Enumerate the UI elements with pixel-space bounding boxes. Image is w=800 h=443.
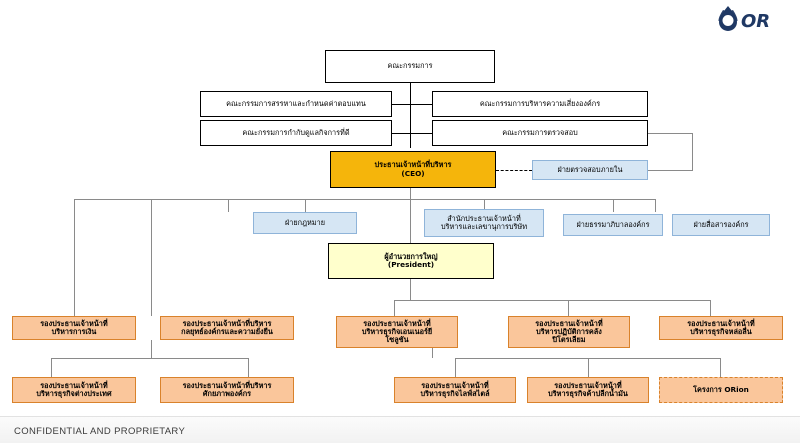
connector-drop-vp-petroleum [568,300,569,316]
confidential-notice: CONFIDENTIAL AND PROPRIETARY [14,426,186,437]
node-vp-lubricant-label: รองประธานเจ้าหน้าที่ บริหารธุรกิจหล่อลื่… [687,318,755,336]
node-vp-retail-oil-business-label: รองประธานเจ้าหน้าที่ บริหารธุรกิจค้าปลีก… [548,380,628,398]
node-internal-audit[interactable]: ฝ่ายตรวจสอบภายใน [532,160,648,180]
node-vp-lubricant[interactable]: รองประธานเจ้าหน้าที่ บริหารธุรกิจหล่อลื่… [659,316,783,340]
node-corporate-governance-department[interactable]: ฝ่ายธรรมาภิบาลองค์กร [563,214,663,236]
node-vp-energy-solutions-label: รองประธานเจ้าหน้าที่ บริหารธุรกิจเอนเนอร… [361,318,433,345]
node-vp-petroleum-terminal[interactable]: รองประธานเจ้าหน้าที่ บริหารปฏิบัติการคลั… [508,316,630,348]
node-corporate-communication-department[interactable]: ฝ่ายสื่อสารองค์กร [672,214,770,236]
connector-drop-ceo-office [484,199,485,212]
or-logo-text: OR [741,11,770,32]
node-vp-organization-capability-label: รองประธานเจ้าหน้าที่บริหาร ศักยภาพองค์กร [182,380,272,398]
node-orion-project-label: โครงการ ORion [693,384,749,394]
connector-drop-vp-lifestyle [455,358,456,377]
connector-drop-vp-capability [248,358,249,377]
connector-drop-legal-a [228,199,229,212]
node-ceo-office-label: สำนักประธานเจ้าหน้าที่ บริหารและเลขานุกา… [440,213,528,231]
connector-drop-vp-energy [394,300,395,316]
node-audit-committee-label: คณะกรรมการตรวจสอบ [502,127,578,137]
connector-president-bus [394,300,710,301]
connector-vp-strategy-stem [151,340,152,358]
connector-drop-vp-lubricant [710,300,711,316]
node-vp-retail-oil-business[interactable]: รองประธานเจ้าหน้าที่ บริหารธุรกิจค้าปลีก… [527,377,649,403]
connector-board-row1 [392,104,432,105]
node-vp-strategy-label: รองประธานเจ้าหน้าที่บริหาร กลยุทธ์องค์กร… [181,318,273,336]
node-internal-audit-label: ฝ่ายตรวจสอบภายใน [557,164,623,174]
node-corporate-communication-department-label: ฝ่ายสื่อสารองค์กร [693,219,749,229]
footer-bar [0,416,800,443]
node-vp-energy-solutions[interactable]: รองประธานเจ้าหน้าที่ บริหารธุรกิจเอนเนอร… [336,316,458,348]
node-nomination-committee[interactable]: คณะกรรมการสรรหาและกำหนดค่าตอบแทน [200,91,392,117]
ptt-flame-icon [718,6,738,31]
node-corporate-governance-department-label: ฝ่ายธรรมาภิบาลองค์กร [576,219,650,229]
connector-vp-energy-stem [432,340,433,358]
connector-ceo-trunk [410,188,411,243]
connector-drop-vp-retail-oil [588,358,589,377]
node-vp-finance[interactable]: รองประธานเจ้าหน้าที่ บริหารการเงิน [12,316,136,340]
node-vp-lifestyle-business[interactable]: รองประธานเจ้าหน้าที่ บริหารธุรกิจไลฟ์สไต… [394,377,516,403]
connector-right-subbus [455,358,720,359]
node-vp-lifestyle-business-label: รองประธานเจ้าหน้าที่ บริหารธุรกิจไลฟ์สไต… [420,380,490,398]
connector-drop-orion [720,358,721,377]
connector-drop-vp-strategy [151,199,152,316]
connector-drop-governance-dept [613,199,614,212]
node-president-label: ผู้อำนวยการใหญ่ (President) [384,251,438,269]
node-ceo-office[interactable]: สำนักประธานเจ้าหน้าที่ บริหารและเลขานุกา… [424,209,544,237]
node-vp-petroleum-terminal-label: รองประธานเจ้าหน้าที่ บริหารปฏิบัติการคลั… [535,318,603,345]
node-vp-strategy[interactable]: รองประธานเจ้าหน้าที่บริหาร กลยุทธ์องค์กร… [160,316,294,340]
node-nomination-committee-label: คณะกรรมการสรรหาและกำหนดค่าตอบแทน [226,98,366,108]
connector-left-subbus [51,358,248,359]
node-ceo-label: ประธานเจ้าหน้าที่บริหาร (CEO) [374,160,452,178]
node-board[interactable]: คณะกรรมการ [325,50,495,83]
connector-ceo-internal-audit-dashed [496,170,532,171]
node-vp-organization-capability[interactable]: รองประธานเจ้าหน้าที่บริหาร ศักยภาพองค์กร [160,377,294,403]
node-governance-committee[interactable]: คณะกรรมการกำกับดูแลกิจการที่ดี [200,120,392,146]
node-audit-committee[interactable]: คณะกรรมการตรวจสอบ [432,120,648,146]
node-governance-committee-label: คณะกรรมการกำกับดูแลกิจการที่ดี [242,127,350,137]
node-legal-department[interactable]: ฝ่ายกฎหมาย [253,212,357,234]
node-vp-international-business[interactable]: รองประธานเจ้าหน้าที่ บริหารธุรกิจต่างประ… [12,377,136,403]
connector-audit-down [692,133,693,170]
connector-drop-vp-international [51,358,52,377]
connector-board-trunk [410,83,411,148]
connector-audit-right [648,133,693,134]
node-board-label: คณะกรรมการ [387,61,433,71]
connector-board-row2 [392,133,432,134]
node-orion-project[interactable]: โครงการ ORion [659,377,783,403]
node-risk-committee[interactable]: คณะกรรมการบริหารความเสี่ยงองค์กร [432,91,648,117]
node-vp-international-business-label: รองประธานเจ้าหน้าที่ บริหารธุรกิจต่างประ… [36,380,112,398]
connector-drop-vp-finance [74,199,75,316]
connector-drop-legal [305,199,306,212]
connector-president-trunk [410,279,411,300]
node-vp-finance-label: รองประธานเจ้าหน้าที่ บริหารการเงิน [40,318,108,336]
connector-audit-to-internal [648,170,693,171]
node-legal-department-label: ฝ่ายกฎหมาย [285,217,325,227]
connector-ceo-bus [74,199,656,200]
connector-drop-communication [655,199,656,212]
node-president[interactable]: ผู้อำนวยการใหญ่ (President) [328,243,494,279]
node-risk-committee-label: คณะกรรมการบริหารความเสี่ยงองค์กร [479,98,601,108]
node-ceo[interactable]: ประธานเจ้าหน้าที่บริหาร (CEO) [330,151,496,188]
or-ptt-logo: OR [718,6,770,32]
